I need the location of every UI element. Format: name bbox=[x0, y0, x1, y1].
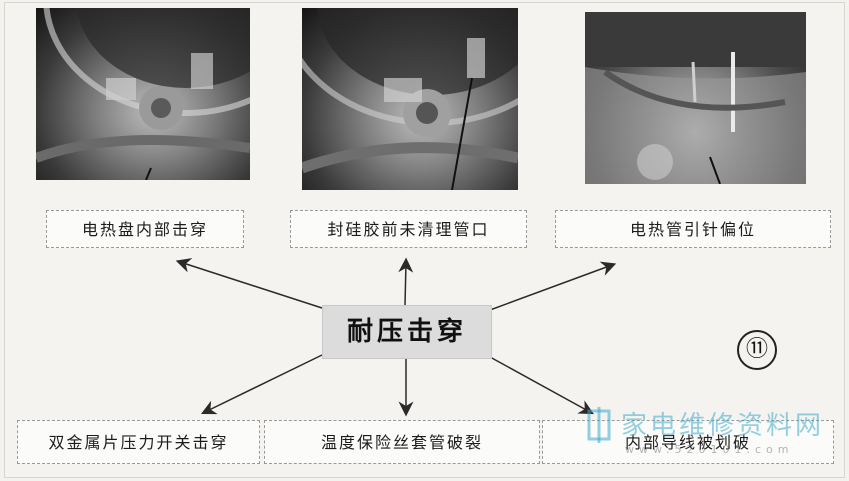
photo-heating-plate bbox=[36, 8, 250, 180]
cause-heating-plate-breakdown: 电热盘内部击穿 bbox=[46, 210, 244, 248]
cause-internal-wire-scratched: 内部导线被划破 bbox=[542, 420, 834, 464]
cause-fuse-sleeve-cracked: 温度保险丝套管破裂 bbox=[264, 420, 540, 464]
arrow-to-cause-6 bbox=[489, 356, 594, 415]
photo-silicone-seal bbox=[302, 8, 518, 190]
arrow-to-cause-2 bbox=[398, 257, 414, 306]
cause-tube-mouth-not-cleaned: 封硅胶前未清理管口 bbox=[290, 210, 527, 248]
photo-heating-tube-pin bbox=[585, 12, 806, 184]
arrow-to-cause-3 bbox=[489, 261, 617, 311]
cause-bimetal-switch-breakdown: 双金属片压力开关击穿 bbox=[17, 420, 260, 464]
cause-tube-pin-misaligned: 电热管引针偏位 bbox=[555, 210, 831, 248]
arrow-to-cause-4 bbox=[200, 354, 323, 415]
center-node: 耐压击穿 bbox=[322, 305, 492, 359]
figure-number: ⑪ bbox=[737, 330, 777, 370]
arrow-to-cause-1 bbox=[175, 258, 323, 309]
